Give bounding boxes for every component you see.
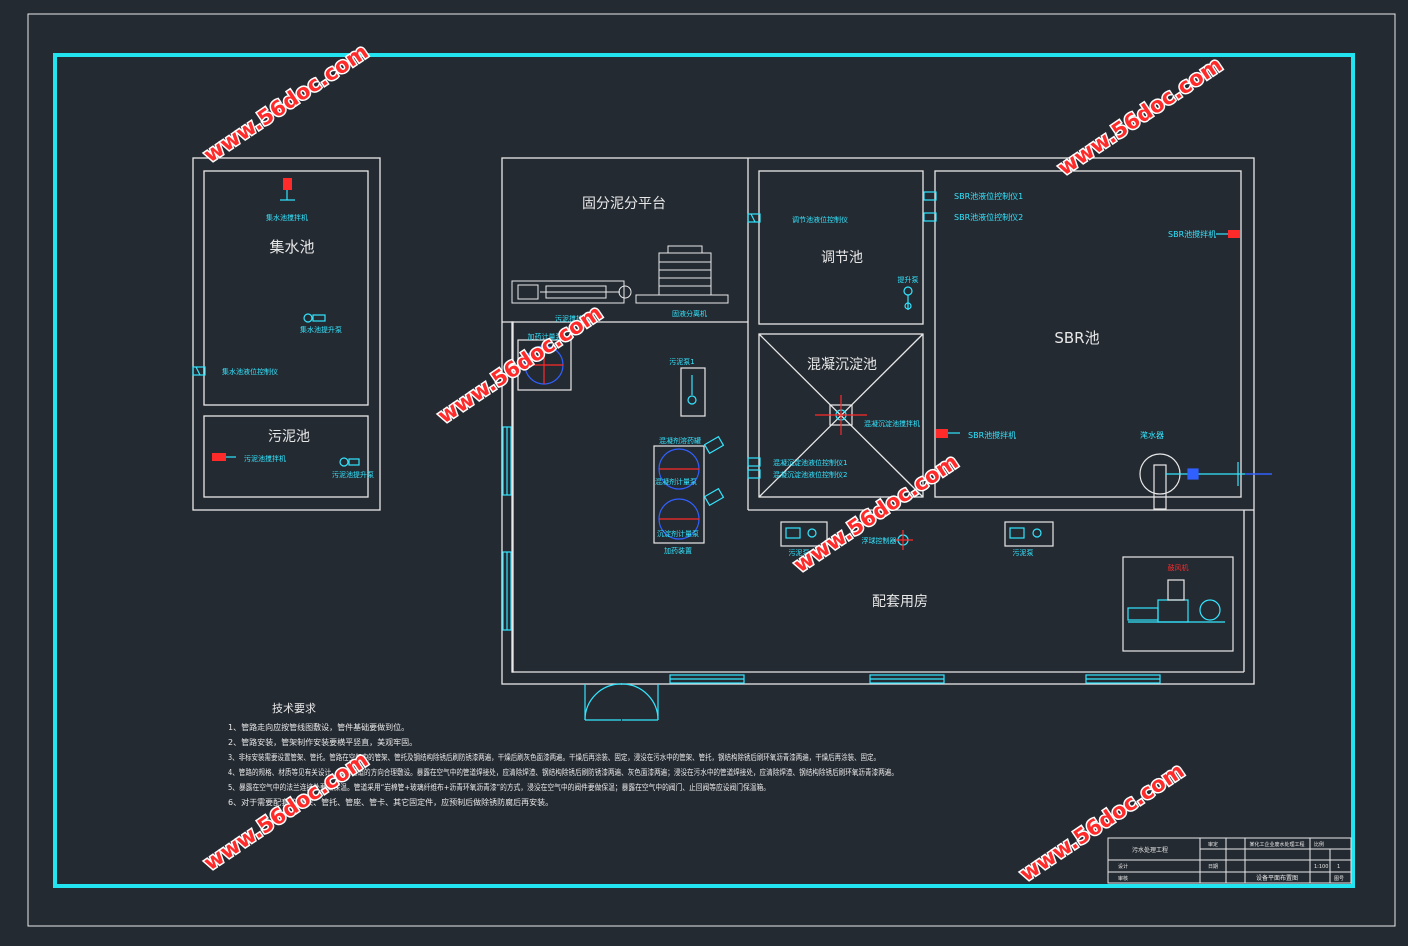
support-room-label: 配套用房 [872,594,928,610]
tb-company: 污水处理工程 [1132,846,1168,854]
tank-a-label: 混凝剂溶药罐 [659,436,701,445]
collection-pump-label: 集水池提升泵 [300,325,342,334]
sbr-level-icons[interactable] [923,191,937,222]
sludge-pump-icon[interactable] [339,457,360,467]
coag-mixer-icon[interactable] [815,395,867,435]
collection-level-icon[interactable] [192,366,206,376]
tb-no: 图号 [1334,876,1344,882]
watermark-text: www.56doc.com [433,300,606,428]
eq-pump-label: 提升泵 [898,275,919,284]
watermark-text: www.56doc.com [1053,52,1226,180]
blower-unit[interactable] [1122,556,1234,652]
float-valve-icon[interactable] [893,530,913,550]
equalization-tank-label: 调节池 [821,250,863,266]
dosing-tank-top[interactable] [517,339,572,391]
sludge-tank-label: 污泥池 [268,429,310,445]
collection-tank-label: 集水池 [269,238,314,256]
sbr-mixer-top-label: SBR池搅拌机 [1168,229,1216,239]
sbr-mixer-left-icon[interactable] [936,429,960,438]
tank-b-label: 混凝剂计量泵 [655,477,697,486]
sludge-pump-1-label: 污泥泵1 [669,358,694,366]
collection-pump-icon[interactable] [303,313,326,323]
blower-label: 鼓风机 [1168,563,1189,572]
sludge-pump-3-label: 污泥泵 [1013,549,1034,557]
collection-level-label: 集水池液位控制仪 [222,367,278,376]
decanter-icon[interactable] [1139,453,1272,510]
sbr-tank-label: SBR池 [1054,329,1099,347]
tb-drawing-name: 设备平面布置图 [1256,874,1298,882]
eq-level-label: 调节池液位控制仪 [792,215,848,224]
sludge-mixer-label: 污泥池搅拌机 [244,454,286,463]
tb-scale: 1:100 [1314,864,1328,870]
watermark-text: www.56doc.com [199,747,372,875]
sludge-pump-2-icon[interactable] [780,521,828,547]
note-line: 1、管路走向应按管线图敷设，管件基础要做到位。 [228,722,409,732]
dosing-pump-label: 加药计量泵 [528,332,563,341]
sheet-border [27,13,1396,927]
sludge-pump-1-icon[interactable] [680,367,706,417]
coag-level-2-label: 混凝沉淀池液位控制仪2 [773,470,847,479]
decanter-label: 滗水器 [1140,430,1164,440]
note-line: 4、管路的规格、材质等见有关设计。按照管道的方向合理敷设。暴露在空气中的管道焊接… [228,767,898,777]
solid-machine-label: 固液分离机 [672,309,707,318]
sbr-level-1-label: SBR池液位控制仪1 [954,191,1023,201]
watermark-text: www.56doc.com [1015,758,1188,886]
watermark-text: www.56doc.com [199,39,372,167]
windows [502,426,1161,684]
tb-checked: 审核 [1118,875,1128,882]
solid-platform-label: 固分泥分平台 [582,196,666,212]
eq-level-icon[interactable] [747,213,761,223]
eq-pump-icon[interactable] [903,286,913,310]
note-line: 3、非标安装需要设置管架、管托。管路在空气中的管架、管托及钢结构除锈后刷防锈漆两… [228,752,880,762]
title-block [1107,837,1352,884]
screw-press-machine[interactable] [635,245,729,304]
dosing-device-label: 加药装置 [664,546,692,555]
drawing-frame [53,53,1355,888]
sludge-mixer-icon[interactable] [212,453,236,461]
coag-level-icons[interactable] [747,457,761,479]
sludge-pump-2-label: 污泥泵 [789,549,810,557]
tb-sheet: 1 [1337,864,1340,870]
float-valve-label: 浮球控制器 [862,536,897,545]
sbr-mixer-left-label: SBR池搅拌机 [968,430,1016,440]
coagulation-tank-label: 混凝沉淀池 [807,357,877,373]
tank-c-label: 沉淀剂计量泵 [657,529,699,538]
tb-drawn: 设计 [1118,863,1128,870]
main-building [501,157,1255,685]
solid-separator-machine[interactable] [511,280,632,304]
sludge-mixer-top-label: 污泥搅拌机 [555,314,590,323]
left-building [192,157,381,511]
main-door[interactable] [584,683,659,721]
sludge-pump-label: 污泥池提升泵 [332,470,374,479]
coag-mixer-label: 混凝沉淀池搅拌机 [864,419,920,428]
sbr-level-2-label: SBR池液位控制仪2 [954,212,1023,222]
watermark-text: www.56doc.com [789,449,962,577]
tb-material: 比例 [1314,841,1324,848]
coag-level-1-label: 混凝沉淀池液位控制仪1 [773,458,847,467]
collection-mixer-icon[interactable] [280,178,295,201]
collection-mixer-label: 集水池搅拌机 [266,213,308,222]
tb-date: 日期 [1208,864,1218,870]
notes-lines: 1、管路走向应按管线图敷设，管件基础要做到位。 2、管路安装，管架制作安装要横平… [228,722,898,807]
note-line: 2、管路安装，管架制作安装要横平竖直，美观牢固。 [228,737,417,747]
notes-title: 技术要求 [272,702,316,715]
note-line: 5、暴露在空气中的法兰连接处要做保温。管道采用“岩棉管+玻璃纤维布+沥青环氧沥青… [228,782,770,792]
tb-project: 某化工企业废水处理工程 [1249,841,1304,848]
tb-approved: 审定 [1208,841,1218,848]
chemical-tanks[interactable] [653,435,725,544]
sludge-pump-3-icon[interactable] [1004,521,1054,547]
note-line: 6、对于需要配套的管架、管托、管座、管卡、其它固定件，应预制后做除锈防腐后再安装… [228,797,553,807]
sbr-mixer-top-icon[interactable] [1216,230,1240,238]
